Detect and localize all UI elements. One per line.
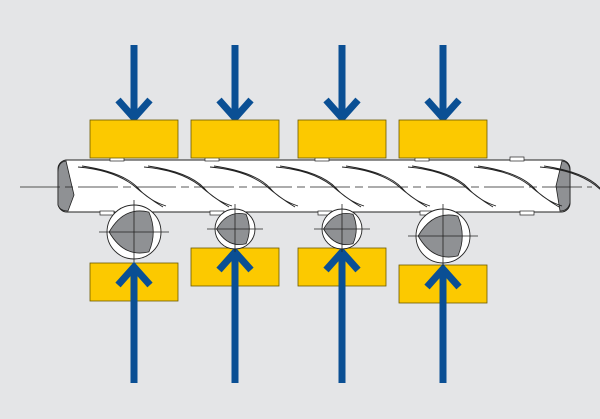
ribbed-rebar bbox=[20, 156, 600, 216]
upper-die-block bbox=[398, 119, 488, 159]
bar-rib bbox=[473, 165, 563, 208]
bar-end-right bbox=[555, 160, 571, 212]
station-2 bbox=[190, 45, 280, 383]
station-1 bbox=[89, 45, 179, 383]
upper-die-block bbox=[297, 119, 387, 159]
bar-rib bbox=[341, 165, 431, 208]
bar-rib bbox=[407, 165, 497, 208]
down-arrow-icon-head bbox=[115, 97, 153, 124]
down-arrow-icon-head bbox=[216, 97, 254, 124]
bar-rib bbox=[539, 165, 600, 190]
bar-rib bbox=[143, 165, 233, 208]
station-3 bbox=[297, 45, 387, 383]
upper-die-block bbox=[89, 119, 179, 159]
bar-rib bbox=[77, 165, 167, 208]
down-arrow-icon-head bbox=[323, 97, 361, 124]
rib-bottom bbox=[519, 210, 535, 216]
up-arrow-icon-head bbox=[424, 263, 462, 290]
station-4 bbox=[398, 45, 488, 383]
bar-rib bbox=[275, 165, 365, 208]
rib-top bbox=[509, 156, 525, 162]
up-arrow-icon-head bbox=[115, 261, 153, 288]
upper-die-block bbox=[190, 119, 280, 159]
rib-bottom bbox=[99, 210, 115, 216]
down-arrow-icon-head bbox=[424, 97, 462, 124]
bar-end-left bbox=[57, 160, 75, 212]
bar-rib bbox=[209, 165, 299, 208]
